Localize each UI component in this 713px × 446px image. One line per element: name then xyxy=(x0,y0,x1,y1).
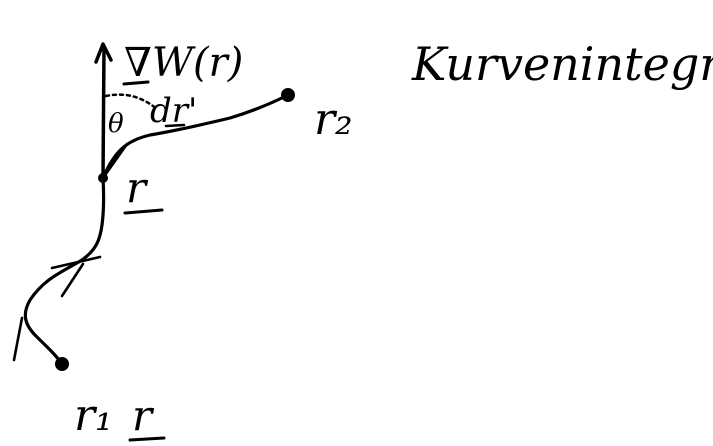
point-r xyxy=(98,173,108,183)
gradient-label-underline xyxy=(122,80,150,86)
point-r-label: r xyxy=(126,163,149,212)
point-r1-label: r₁ xyxy=(74,390,113,441)
tangent-arrow-mid xyxy=(50,255,102,270)
point-r2-label: r₂ xyxy=(314,94,353,145)
line-element-underline xyxy=(164,123,186,128)
theta-label: θ xyxy=(108,109,124,139)
point-r-bottom-underline xyxy=(128,436,166,442)
angle-arc xyxy=(104,93,160,112)
point-r-underline xyxy=(123,208,164,215)
gradient-label: ∇W(r) xyxy=(124,40,243,86)
curve-lower xyxy=(23,176,106,366)
point-r1 xyxy=(55,357,69,371)
tangent-arrow-mid-2 xyxy=(60,262,85,298)
point-r-bottom-label: r xyxy=(132,391,155,440)
gradient-arrow xyxy=(94,42,113,180)
point-r2 xyxy=(281,88,295,102)
title-kurvenintegral: Kurvenintegral xyxy=(411,37,713,91)
tangent-arrow-lower xyxy=(12,316,24,362)
tangent-dr-arrow xyxy=(101,142,129,180)
